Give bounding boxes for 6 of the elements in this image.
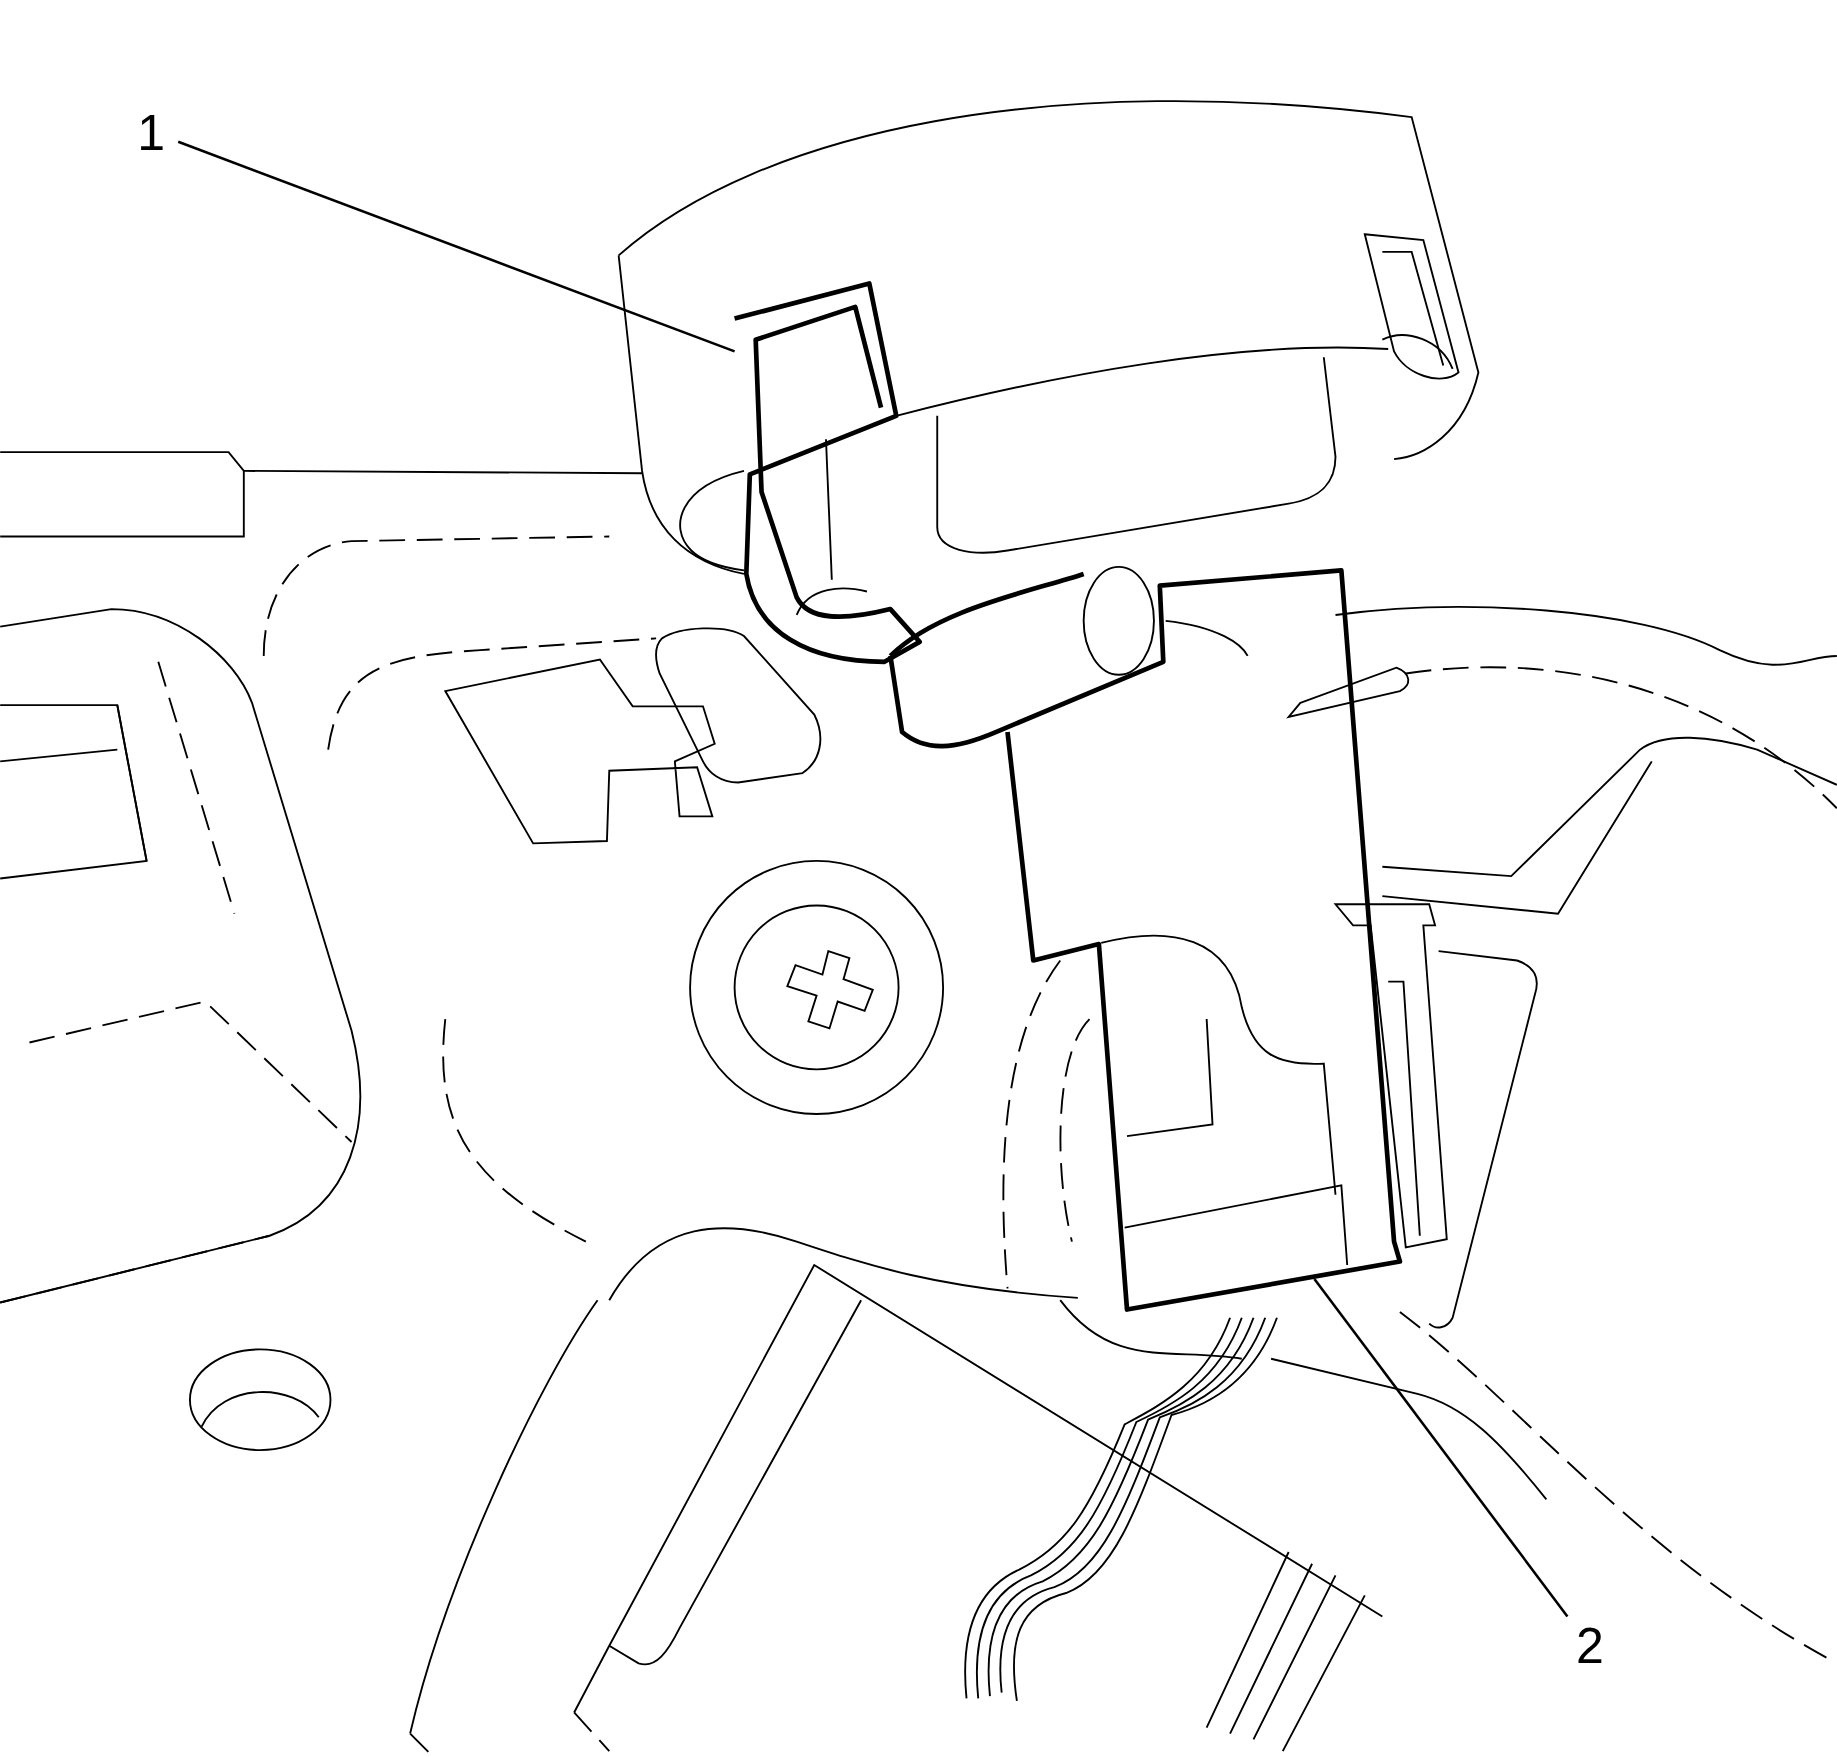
clip-drawing	[734, 281, 922, 665]
callout-number: 1	[132, 107, 170, 158]
leader-line	[177, 140, 736, 353]
connector-drawing	[888, 568, 1403, 1312]
leader-line	[1313, 1278, 1569, 1618]
callout-number: 2	[1569, 1621, 1610, 1672]
